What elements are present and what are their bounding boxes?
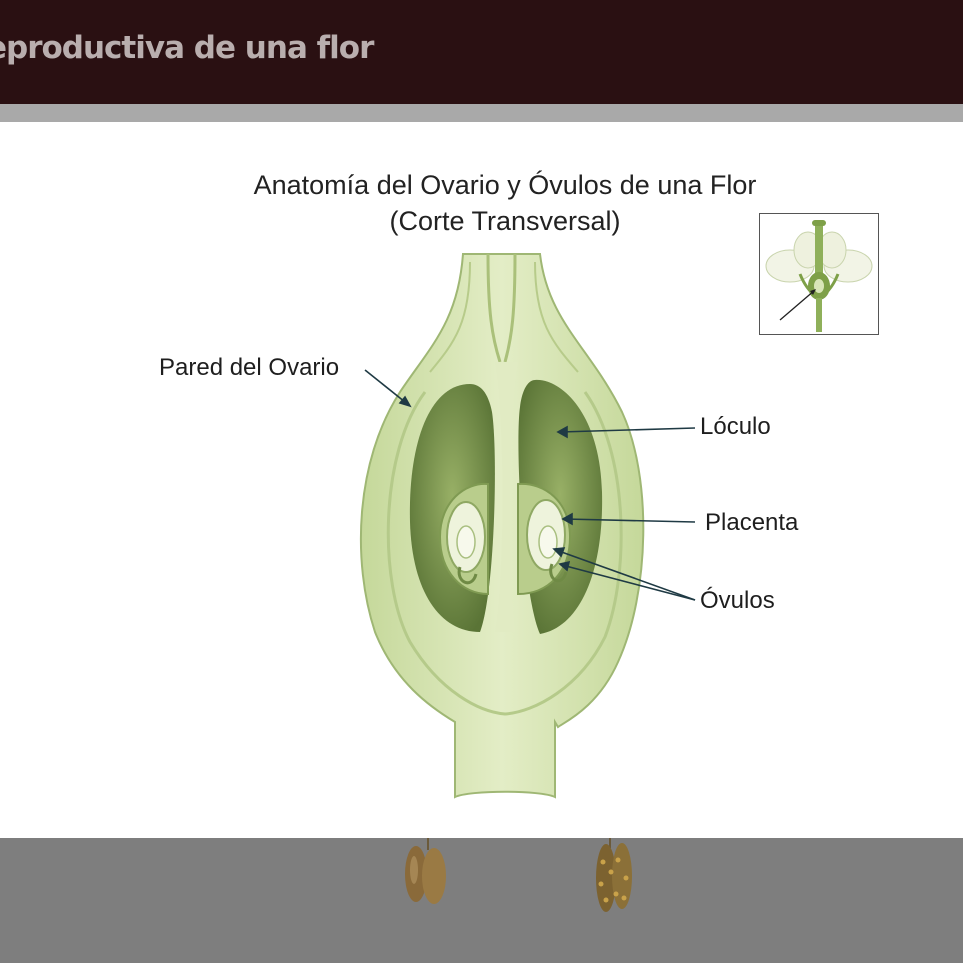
background-slide-area	[0, 838, 963, 963]
diagram-title-line2: (Corte Transversal)	[389, 206, 621, 236]
slide-header: eproductiva de una flor	[0, 0, 963, 104]
ovule-left-icon	[438, 482, 489, 596]
flower-inset	[759, 213, 879, 335]
label-ovary-wall: Pared del Ovario	[159, 354, 340, 381]
label-ovules: Óvulos	[700, 587, 775, 614]
anther-left-icon	[405, 838, 446, 904]
slide-title: eproductiva de una flor	[0, 30, 374, 66]
diagram-card: Anatomía del Ovario y Óvulos de una Flor…	[0, 122, 963, 838]
label-placenta: Placenta	[705, 509, 799, 536]
header-divider	[0, 104, 963, 122]
ovary-wall-shape	[359, 253, 645, 799]
flower-thumbnail-icon	[765, 220, 873, 332]
diagram-title: Anatomía del Ovario y Óvulos de una Flor…	[180, 167, 830, 239]
anther-illustrations	[405, 838, 632, 912]
ovary-cross-section	[359, 253, 696, 799]
label-locule: Lóculo	[700, 413, 771, 440]
pointer-lines	[364, 369, 696, 601]
anther-right-icon	[596, 838, 632, 912]
ovule-right-icon	[517, 482, 572, 596]
diagram-title-line1: Anatomía del Ovario y Óvulos de una Flor	[253, 170, 757, 200]
